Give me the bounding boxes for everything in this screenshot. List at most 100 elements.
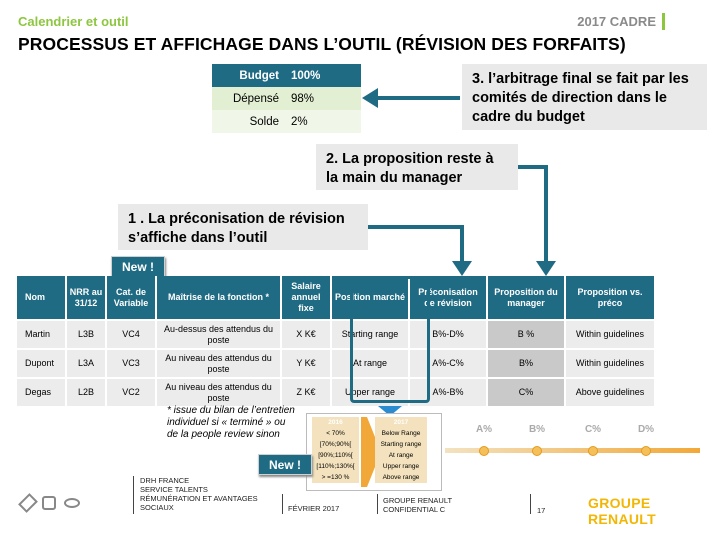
- cell-preconisation: A%-C%: [410, 348, 488, 377]
- budget-row: Solde 2%: [212, 110, 361, 133]
- cell-position: Starting range: [332, 319, 410, 348]
- mapping-position: At range: [375, 450, 427, 461]
- mapping-range: [90%;110%[: [312, 450, 359, 461]
- budget-value: 98%: [285, 87, 361, 110]
- mapping-header: 2016 2017: [312, 417, 427, 428]
- footer-date: FÉVRIER 2017: [288, 504, 340, 513]
- cell-proposition: C%: [488, 377, 566, 406]
- mapping-year-right: 2017: [375, 417, 427, 428]
- position-mapping-panel: 2016 2017 < 70% Below Range [70%;90%[ St…: [306, 413, 442, 491]
- gradient-dot: [479, 446, 489, 456]
- section-subtitle: Calendrier et outil: [18, 14, 129, 29]
- footer-department: DRH FRANCE SERVICE TALENTS RÉMUNÉRATION …: [140, 476, 258, 512]
- gradient-dot: [641, 446, 651, 456]
- groupe-renault-logo: GROUPE RENAULT: [588, 495, 656, 527]
- cell-nom: Degas: [17, 377, 67, 406]
- dacia-logo-icon: [42, 496, 56, 510]
- table-row: Martin L3B VC4 Au-dessus des attendus du…: [17, 319, 656, 348]
- mapping-range: [110%;130%[: [312, 461, 359, 472]
- mapping-row: < 70% Below Range: [312, 428, 427, 439]
- column-header: Nom: [17, 276, 67, 319]
- cell-nrr: L2B: [67, 377, 107, 406]
- column-header: Préconisation de révision: [410, 276, 488, 319]
- cell-salaire: Y K€: [282, 348, 332, 377]
- mapping-chevron-icon: [361, 417, 381, 487]
- footnote: * issue du bilan de l’entretien individu…: [167, 405, 295, 440]
- cell-cat: VC2: [107, 377, 157, 406]
- cell-maitrise: Au-dessus des attendus du poste: [157, 319, 282, 348]
- mapping-year-left: 2016: [312, 417, 359, 428]
- gradient-label: C%: [584, 424, 602, 435]
- budget-value: 100%: [285, 64, 361, 87]
- budget-row: Budget 100%: [212, 64, 361, 87]
- callout-step-2: 2. La proposition reste à la main du man…: [316, 144, 518, 190]
- footer-confidentiality: GROUPE RENAULT CONFIDENTIAL C: [383, 496, 453, 514]
- new-badge: New !: [258, 454, 312, 475]
- cell-proposition: B %: [488, 319, 566, 348]
- budget-table: Budget 100% Dépensé 98% Solde 2%: [212, 64, 361, 133]
- column-header: NRR au 31/12: [67, 276, 107, 319]
- budget-label: Dépensé: [212, 87, 285, 110]
- mapping-row: [70%;90%[ Starting range: [312, 439, 427, 450]
- table-row: Dupont L3A VC3 Au niveau des attendus du…: [17, 348, 656, 377]
- table-header-row: Nom NRR au 31/12 Cat. de Variable Maîtri…: [17, 276, 656, 319]
- gradient-label: A%: [475, 424, 493, 435]
- cell-cat: VC3: [107, 348, 157, 377]
- mapping-row: [110%;130%[ Upper range: [312, 461, 427, 472]
- cadre-label: 2017 CADRE: [577, 14, 656, 29]
- mapping-position: Upper range: [375, 461, 427, 472]
- arrow-to-proposition-icon: [518, 165, 556, 276]
- cell-vs-preco: Above guidelines: [566, 377, 656, 406]
- callout-step-1: 1 . La préconisation de révision s’affic…: [118, 204, 368, 250]
- gradient-dot: [532, 446, 542, 456]
- cell-salaire: Z K€: [282, 377, 332, 406]
- column-header: Position marché: [332, 276, 410, 319]
- mapping-range: < 70%: [312, 428, 359, 439]
- column-header: Maîtrise de la fonction *: [157, 276, 282, 319]
- cell-nrr: L3A: [67, 348, 107, 377]
- mapping-range: [70%;90%[: [312, 439, 359, 450]
- lada-logo-icon: [64, 498, 80, 508]
- cell-vs-preco: Within guidelines: [566, 348, 656, 377]
- mapping-row: > =130 % Above range: [312, 472, 427, 483]
- new-badge: New !: [111, 256, 165, 277]
- mapping-position: Above range: [375, 472, 427, 483]
- budget-row: Dépensé 98%: [212, 87, 361, 110]
- cell-maitrise: Au niveau des attendus du poste: [157, 348, 282, 377]
- position-marche-highlight: [350, 276, 430, 403]
- cell-nom: Dupont: [17, 348, 67, 377]
- column-header: Proposition du manager: [488, 276, 566, 319]
- arrow-to-budget-icon: [362, 88, 460, 108]
- cadre-accent-bar: [662, 13, 665, 30]
- callout-step-3: 3. l’arbitrage final se fait par les com…: [462, 64, 707, 130]
- mapping-row: [90%;110%[ At range: [312, 450, 427, 461]
- gradient-label: D%: [637, 424, 655, 435]
- arrow-to-preconisation-icon: [368, 225, 472, 276]
- table-row: Degas L2B VC2 Au niveau des attendus du …: [17, 377, 656, 406]
- page-number: 17: [537, 506, 546, 515]
- cell-nrr: L3B: [67, 319, 107, 348]
- cell-salaire: X K€: [282, 319, 332, 348]
- page-title: PROCESSUS ET AFFICHAGE DANS L’OUTIL (RÉV…: [18, 34, 626, 54]
- mapping-position: Starting range: [375, 439, 427, 450]
- gradient-label: B%: [528, 424, 546, 435]
- revision-gradient-bar: [445, 448, 700, 453]
- budget-value: 2%: [285, 110, 361, 133]
- cell-vs-preco: Within guidelines: [566, 319, 656, 348]
- cell-preconisation: B%-D%: [410, 319, 488, 348]
- cell-cat: VC4: [107, 319, 157, 348]
- mapping-position: Below Range: [375, 428, 427, 439]
- cell-maitrise: Au niveau des attendus du poste: [157, 377, 282, 406]
- cell-proposition: B%: [488, 348, 566, 377]
- cell-nom: Martin: [17, 319, 67, 348]
- budget-label: Budget: [212, 64, 285, 87]
- revision-table: Nom NRR au 31/12 Cat. de Variable Maîtri…: [17, 276, 656, 406]
- mapping-range: > =130 %: [312, 472, 359, 483]
- cell-position: At range: [332, 348, 410, 377]
- gradient-dot: [588, 446, 598, 456]
- mapping-table: 2016 2017 < 70% Below Range [70%;90%[ St…: [312, 417, 427, 483]
- column-header: Proposition vs. préco: [566, 276, 656, 319]
- column-header: Cat. de Variable: [107, 276, 157, 319]
- column-header: Salaire annuel fixe: [282, 276, 332, 319]
- budget-label: Solde: [212, 110, 285, 133]
